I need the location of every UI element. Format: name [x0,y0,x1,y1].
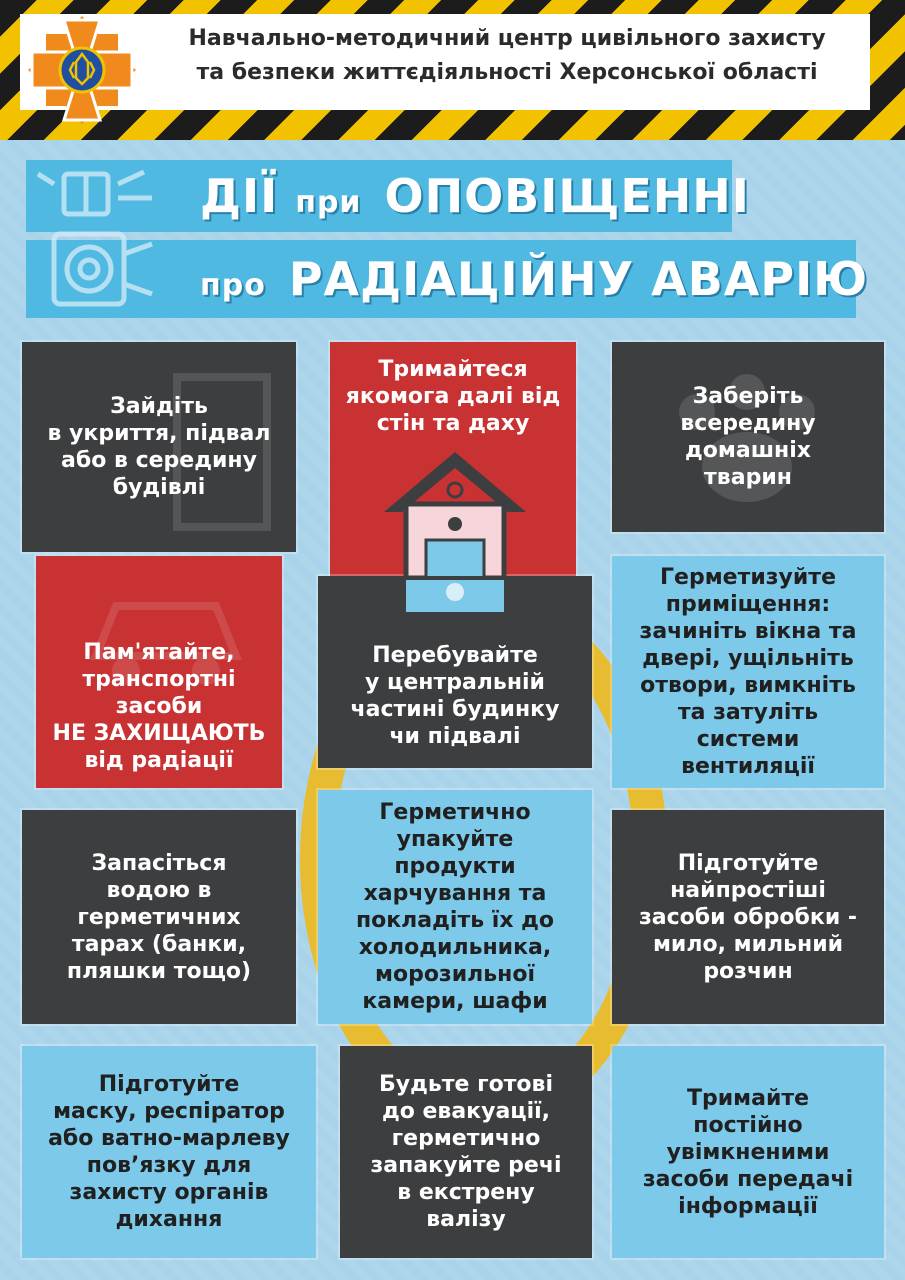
title-band-2 [26,240,856,318]
card-keep-radio-on: Тримайте постійно увімкненими засоби пер… [612,1046,884,1258]
siren-icon [36,169,153,307]
card-text: Заберіть всередину домашніх тварин [680,384,816,490]
card-vehicles-no-protection: Пам'ятайте, транспортні засоби НЕ ЗАХИЩА… [36,556,282,788]
title-line-1: ДІЇ при ОПОВІЩЕННІ [200,166,750,233]
card-text: Тримайтеся якомога далі від стін та даху [345,357,561,436]
house-icon [384,452,526,616]
title-word-pry: при [295,185,362,220]
civil-protection-emblem-icon [28,16,136,124]
card-ready-evacuation: Будьте готові до евакуації, герметично з… [340,1046,592,1258]
title-words-radiation-accident: РАДІАЦІЙНУ АВАРІЮ [288,252,869,306]
card-text: Підготуйте маску, респіратор або ватно-м… [48,1072,290,1232]
card-seal-room: Герметизуйте приміщення: зачиніть вікна … [612,556,884,788]
card-text: Будьте готові до евакуації, герметично з… [370,1072,562,1232]
card-text: Перебувайте у центральній частині будинк… [350,643,560,749]
card-prepare-mask: Підготуйте маску, респіратор або ватно-м… [22,1046,316,1258]
card-text: Пам'ятайте, транспортні засоби НЕ ЗАХИЩА… [52,640,266,773]
paw-icon [679,374,815,502]
organization-name: Навчально-методичний центр цивільного за… [152,22,862,90]
card-stock-water: Запасіться водою в герметичних тарах (ба… [22,810,296,1024]
card-enter-shelter: Зайдіть в укриття, підвал або в середину… [22,342,296,552]
door-icon [173,373,271,531]
card-text: Запасіться водою в герметичних тарах (ба… [66,850,252,984]
card-text: Підготуйте найпростіші засоби обробки - … [638,850,858,984]
org-line-1: Навчально-методичний центр цивільного за… [188,26,826,51]
header-panel [20,14,870,110]
title-word-dii: ДІЇ [200,169,279,223]
card-bring-pets: Заберіть всередину домашніх тварин [612,342,884,532]
org-line-2: та безпеки життєдіяльності Херсонської о… [196,60,818,85]
card-prepare-cleaning: Підготуйте найпростіші засоби обробки - … [612,810,884,1024]
title-line-2: про РАДІАЦІЙНУ АВАРІЮ [200,248,868,317]
card-text: Герметично упакуйте продукти харчування … [355,800,555,1014]
card-text: Герметизуйте приміщення: зачиніть вікна … [639,565,857,779]
card-text: Зайдіть в укриття, підвал або в середину… [47,394,271,500]
card-pack-food: Герметично упакуйте продукти харчування … [318,790,592,1024]
card-text: Тримайте постійно увімкненими засоби пер… [642,1085,854,1219]
title-word-pro: про [200,268,266,303]
title-word-opovishchenni: ОПОВІЩЕННІ [384,169,750,223]
car-icon [90,602,242,685]
